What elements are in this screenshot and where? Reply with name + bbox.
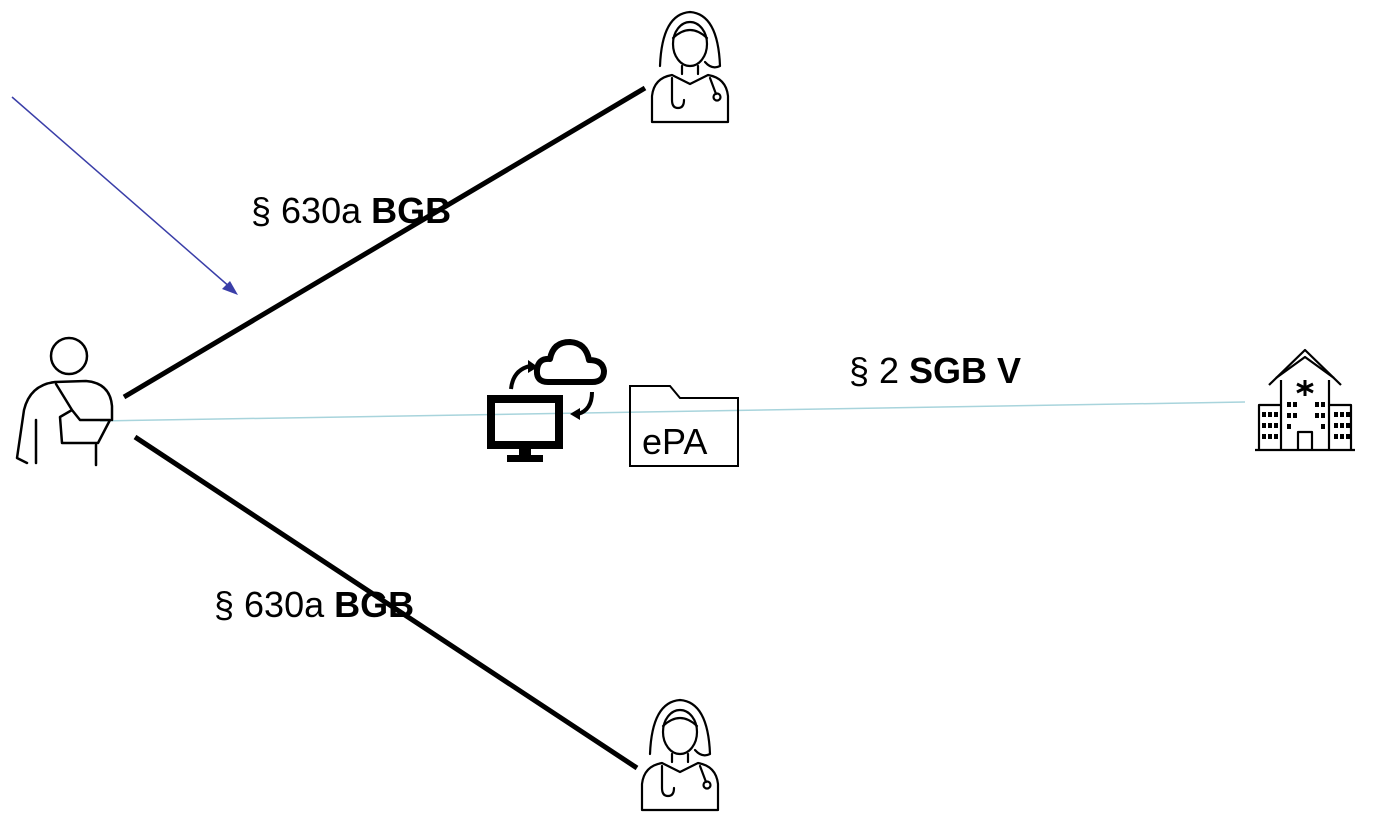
label-middle-bold: SGB V (909, 350, 1022, 391)
label-middle-sgb-v: § 2 SGB V (849, 353, 1021, 389)
pointer-arrow (11, 96, 238, 295)
hospital-icon (1255, 348, 1355, 452)
folder-icon (629, 385, 739, 467)
label-middle-prefix: § 2 (849, 350, 910, 391)
label-upper-prefix: § 630a (251, 190, 372, 231)
doctor-top-icon (650, 10, 730, 124)
label-upper-bold: BGB (371, 190, 452, 231)
doctor-bottom-icon (640, 698, 720, 812)
label-lower-prefix: § 630a (214, 584, 335, 625)
connector-patient-doctor-bottom (133, 434, 639, 771)
connector-patient-hospital (99, 401, 1246, 422)
label-lower-bold: BGB (334, 584, 415, 625)
label-lower-630a-bgb: § 630a BGB (214, 587, 414, 623)
folder-label-epa: ePA (642, 421, 708, 462)
computer-cloud-sync-icon (487, 339, 607, 462)
label-upper-630a-bgb: § 630a BGB (251, 193, 451, 229)
patient-with-sling-icon (15, 336, 114, 467)
connector-patient-doctor-top (122, 85, 647, 400)
